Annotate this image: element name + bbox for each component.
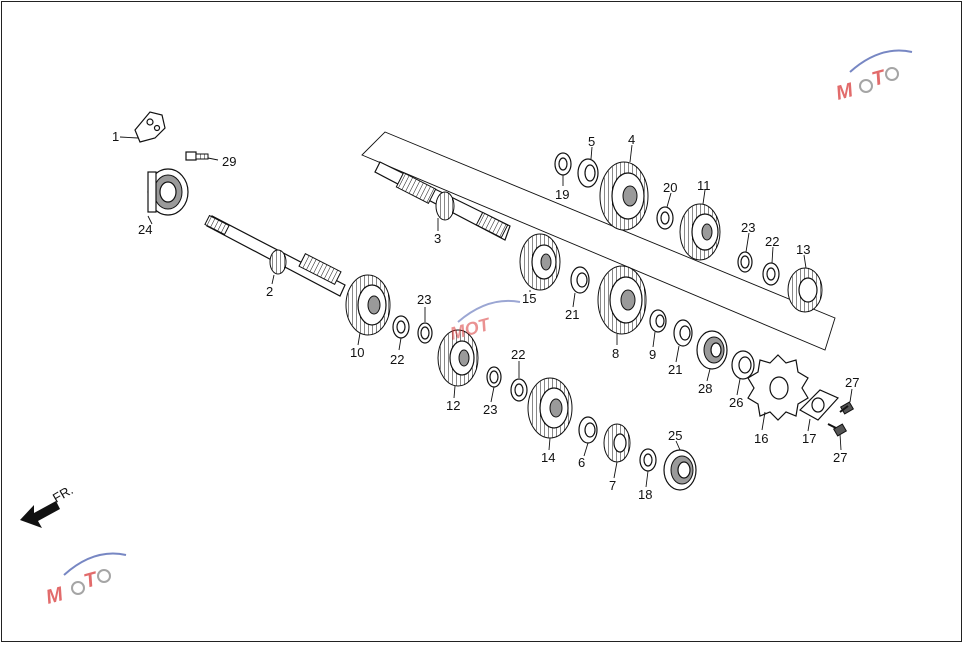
part-23-circlip <box>417 322 433 344</box>
callout-23-c: 23 <box>741 220 755 235</box>
callout-28: 28 <box>698 381 712 396</box>
callout-9: 9 <box>649 347 656 362</box>
part-25-bearing <box>663 449 697 491</box>
callout-19: 19 <box>555 187 569 202</box>
assembly-outline <box>361 131 836 351</box>
part-21-washer <box>570 266 590 294</box>
callout-26: 26 <box>729 395 743 410</box>
callout-29: 29 <box>222 154 236 169</box>
part-21-washer-b <box>673 319 693 347</box>
part-24-bearing <box>147 168 189 216</box>
callout-2: 2 <box>266 284 273 299</box>
part-15-gear <box>519 233 561 291</box>
part-5-collar <box>577 158 599 188</box>
part-23-circlip-c <box>737 251 753 273</box>
watermark-logo-top-right: M T <box>834 49 913 105</box>
part-12-gear <box>437 329 479 387</box>
callout-22-c: 22 <box>765 234 779 249</box>
part-29-bolt <box>185 151 209 161</box>
part-9-collar <box>649 309 667 333</box>
front-direction-label: FR. <box>50 482 76 505</box>
callout-3: 3 <box>434 231 441 246</box>
callout-20: 20 <box>663 180 677 195</box>
part-22-washer-b <box>510 378 528 402</box>
callout-13: 13 <box>796 242 810 257</box>
part-2-mainshaft <box>204 214 346 297</box>
callout-14: 14 <box>541 450 555 465</box>
callout-4: 4 <box>628 132 635 147</box>
callout-11: 11 <box>697 178 711 193</box>
part-6-collar <box>578 416 598 444</box>
callout-8: 8 <box>612 346 619 361</box>
callout-22: 22 <box>390 352 404 367</box>
part-7-gear <box>603 423 631 463</box>
callout-7: 7 <box>609 478 616 493</box>
callout-21-b: 21 <box>668 362 682 377</box>
callout-12: 12 <box>446 398 460 413</box>
callout-21: 21 <box>565 307 579 322</box>
svg-text:M: M <box>44 583 67 609</box>
part-27-bolt-b <box>827 423 848 437</box>
callout-18: 18 <box>638 487 652 502</box>
callout-17: 17 <box>802 431 816 446</box>
callout-1: 1 <box>112 129 119 144</box>
part-14-gear <box>527 377 573 439</box>
part-8-gear <box>597 265 647 335</box>
part-26-seal <box>731 350 755 380</box>
callout-23-b: 23 <box>483 402 497 417</box>
callout-27-b: 27 <box>833 450 847 465</box>
part-19-washer <box>554 152 572 176</box>
front-direction-arrow-icon <box>20 501 60 528</box>
callout-22-b: 22 <box>511 347 525 362</box>
part-28-bearing <box>696 330 728 370</box>
svg-text:M: M <box>834 79 857 105</box>
callout-25: 25 <box>668 428 682 443</box>
callout-15: 15 <box>522 291 536 306</box>
part-22-washer-c <box>762 262 780 286</box>
part-23-circlip-b <box>486 366 502 388</box>
callout-16: 16 <box>754 431 768 446</box>
part-3-countershaft <box>374 161 511 241</box>
callout-labels: 1 2 3 4 5 6 7 8 9 10 11 12 13 14 15 16 1… <box>50 129 859 506</box>
part-4-gear <box>599 161 649 231</box>
part-17-plate <box>799 389 840 421</box>
part-11-gear <box>679 203 721 261</box>
callout-6: 6 <box>578 455 585 470</box>
part-20-washer <box>656 206 674 230</box>
part-18-washer <box>639 448 657 472</box>
callout-27: 27 <box>845 375 859 390</box>
part-16-sprocket <box>747 354 809 421</box>
callout-24: 24 <box>138 222 152 237</box>
callout-10: 10 <box>350 345 364 360</box>
watermark-logo-bottom-left: M T <box>44 552 127 609</box>
part-13-gear <box>787 267 823 313</box>
part-22-washer <box>392 315 410 339</box>
part-10-gear <box>345 274 391 336</box>
callout-5: 5 <box>588 134 595 149</box>
part-27-bolt <box>839 401 855 415</box>
watermark-logo-center: MOT <box>448 299 521 344</box>
part-1-shift-arm <box>134 111 166 143</box>
callout-23: 23 <box>417 292 431 307</box>
leader-lines <box>119 136 853 488</box>
